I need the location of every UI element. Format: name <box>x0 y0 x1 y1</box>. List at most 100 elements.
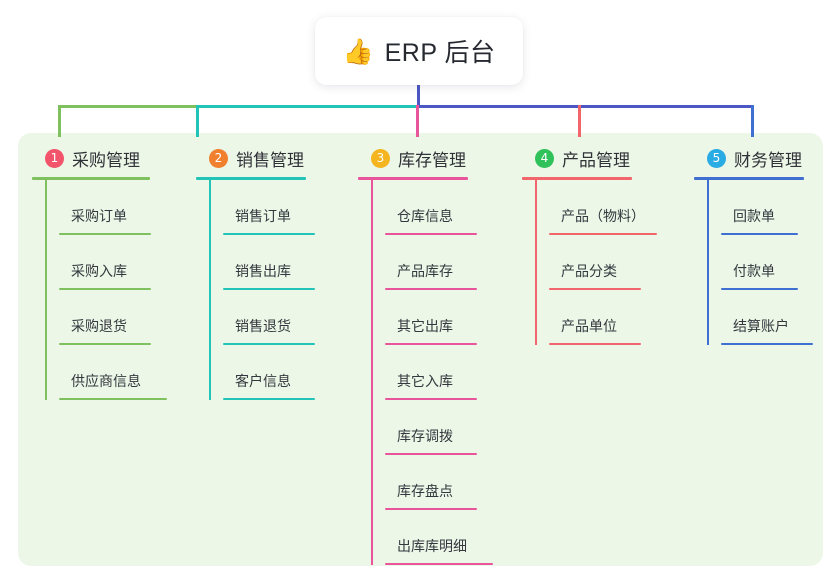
branch-item[interactable]: 销售退货 <box>210 290 315 345</box>
branch-item-rule <box>721 233 798 235</box>
branch-item-label: 回款单 <box>733 208 775 224</box>
bus-connector-segment-1 <box>58 105 198 108</box>
branch-item[interactable]: 库存调拨 <box>372 400 477 455</box>
branch-item-rule <box>59 343 151 345</box>
branch-item[interactable]: 产品（物料） <box>536 180 657 235</box>
branch-item[interactable]: 回款单 <box>708 180 804 235</box>
branch-number-badge: 4 <box>535 148 554 168</box>
branch-item-rule <box>385 398 477 400</box>
branch-item-rule <box>721 288 798 290</box>
branch-item-rule <box>385 508 477 510</box>
thumbs-up-icon: 👍 <box>342 36 374 66</box>
branch-title: 库存管理 <box>398 150 466 170</box>
branch-column-1: 1 采购管理采购订单采购入库采购退货供应商信息 <box>32 146 167 400</box>
branch-item-rule <box>549 233 657 235</box>
branch-item-rule <box>223 398 315 400</box>
branch-item-rule <box>223 288 315 290</box>
branch-header-rule <box>694 177 804 180</box>
branch-spine <box>707 180 709 345</box>
bus-connector-segment-3 <box>416 105 753 108</box>
branch-item[interactable]: 其它出库 <box>372 290 477 345</box>
branch-item-rule <box>59 233 151 235</box>
branch-item-label: 销售订单 <box>235 208 291 224</box>
branch-item-rule <box>223 233 315 235</box>
branch-column-3: 3 库存管理仓库信息产品库存其它出库其它入库库存调拨库存盘点出库库明细 <box>358 146 493 565</box>
branch-item-label: 其它入库 <box>397 373 453 389</box>
branch-item[interactable]: 供应商信息 <box>46 345 167 400</box>
branch-item[interactable]: 其它入库 <box>372 345 477 400</box>
branch-item[interactable]: 付款单 <box>708 235 804 290</box>
branch-item[interactable]: 销售出库 <box>210 235 315 290</box>
branch-item-label: 客户信息 <box>235 373 291 389</box>
branch-item[interactable]: 产品库存 <box>372 235 477 290</box>
branch-item[interactable]: 客户信息 <box>210 345 315 400</box>
branch-item[interactable]: 产品分类 <box>536 235 641 290</box>
branch-item[interactable]: 采购入库 <box>46 235 151 290</box>
branch-item-label: 产品分类 <box>561 263 617 279</box>
branch-spine <box>45 180 47 400</box>
branch-item-label: 产品库存 <box>397 263 453 279</box>
branch-body: 仓库信息产品库存其它出库其它入库库存调拨库存盘点出库库明细 <box>358 180 493 565</box>
branch-item-label: 其它出库 <box>397 318 453 334</box>
diagram-panel <box>18 133 823 566</box>
branch-header-3[interactable]: 3 库存管理 <box>358 146 468 170</box>
branch-item[interactable]: 库存盘点 <box>372 455 477 510</box>
branch-item-label: 库存调拨 <box>397 428 453 444</box>
branch-body: 采购订单采购入库采购退货供应商信息 <box>32 180 167 400</box>
branch-number-badge: 2 <box>209 148 228 168</box>
branch-header-1[interactable]: 1 采购管理 <box>32 146 150 170</box>
branch-item-rule <box>549 343 641 345</box>
branch-title: 销售管理 <box>236 150 304 170</box>
branch-number-badge: 1 <box>45 148 64 168</box>
branch-item-label: 采购入库 <box>71 263 127 279</box>
branch-item[interactable]: 仓库信息 <box>372 180 477 235</box>
branch-item-label: 出库库明细 <box>397 538 467 554</box>
branch-header-rule <box>196 177 306 180</box>
branch-item[interactable]: 结算账户 <box>708 290 813 345</box>
branch-item-label: 采购订单 <box>71 208 127 224</box>
branch-header-rule <box>358 177 468 180</box>
branch-item[interactable]: 销售订单 <box>210 180 315 235</box>
branch-item-label: 供应商信息 <box>71 373 141 389</box>
drop-connector-col-5 <box>751 105 754 137</box>
branch-item-rule <box>223 343 315 345</box>
branch-header-rule <box>32 177 150 180</box>
branch-body: 产品（物料） 产品分类产品单位 <box>522 180 657 345</box>
branch-item[interactable]: 出库库明细 <box>372 510 493 565</box>
branch-item-rule <box>385 288 477 290</box>
branch-item-rule <box>59 288 151 290</box>
drop-connector-col-3 <box>416 105 419 137</box>
branch-item-label: 库存盘点 <box>397 483 453 499</box>
branch-item[interactable]: 采购退货 <box>46 290 151 345</box>
branch-item-rule <box>385 343 477 345</box>
branch-header-2[interactable]: 2 销售管理 <box>196 146 306 170</box>
branch-body: 回款单付款单结算账户 <box>694 180 813 345</box>
branch-header-rule <box>522 177 632 180</box>
root-node-card[interactable]: 👍 ERP 后台 <box>315 17 523 85</box>
branch-body: 销售订单销售出库销售退货客户信息 <box>196 180 315 400</box>
branch-number-badge: 5 <box>707 148 726 168</box>
branch-item-rule <box>385 453 477 455</box>
branch-item-rule <box>385 233 477 235</box>
branch-number-badge: 3 <box>371 148 390 168</box>
branch-item-label: 产品（物料） <box>561 208 645 224</box>
branch-item-rule <box>385 563 493 565</box>
drop-connector-col-4 <box>578 105 581 137</box>
branch-item[interactable]: 采购订单 <box>46 180 151 235</box>
drop-connector-col-2 <box>196 105 199 137</box>
branch-item-label: 销售出库 <box>235 263 291 279</box>
root-node-content: 👍 ERP 后台 <box>342 33 495 69</box>
bus-connector-segment-2 <box>196 105 418 108</box>
branch-column-2: 2 销售管理销售订单销售出库销售退货客户信息 <box>196 146 315 400</box>
branch-item-label: 结算账户 <box>733 318 789 334</box>
branch-item-label: 采购退货 <box>71 318 127 334</box>
branch-title: 采购管理 <box>72 150 140 170</box>
branch-item-label: 销售退货 <box>235 318 291 334</box>
branch-item[interactable]: 产品单位 <box>536 290 641 345</box>
branch-spine <box>209 180 211 400</box>
root-stem-connector <box>417 85 420 107</box>
